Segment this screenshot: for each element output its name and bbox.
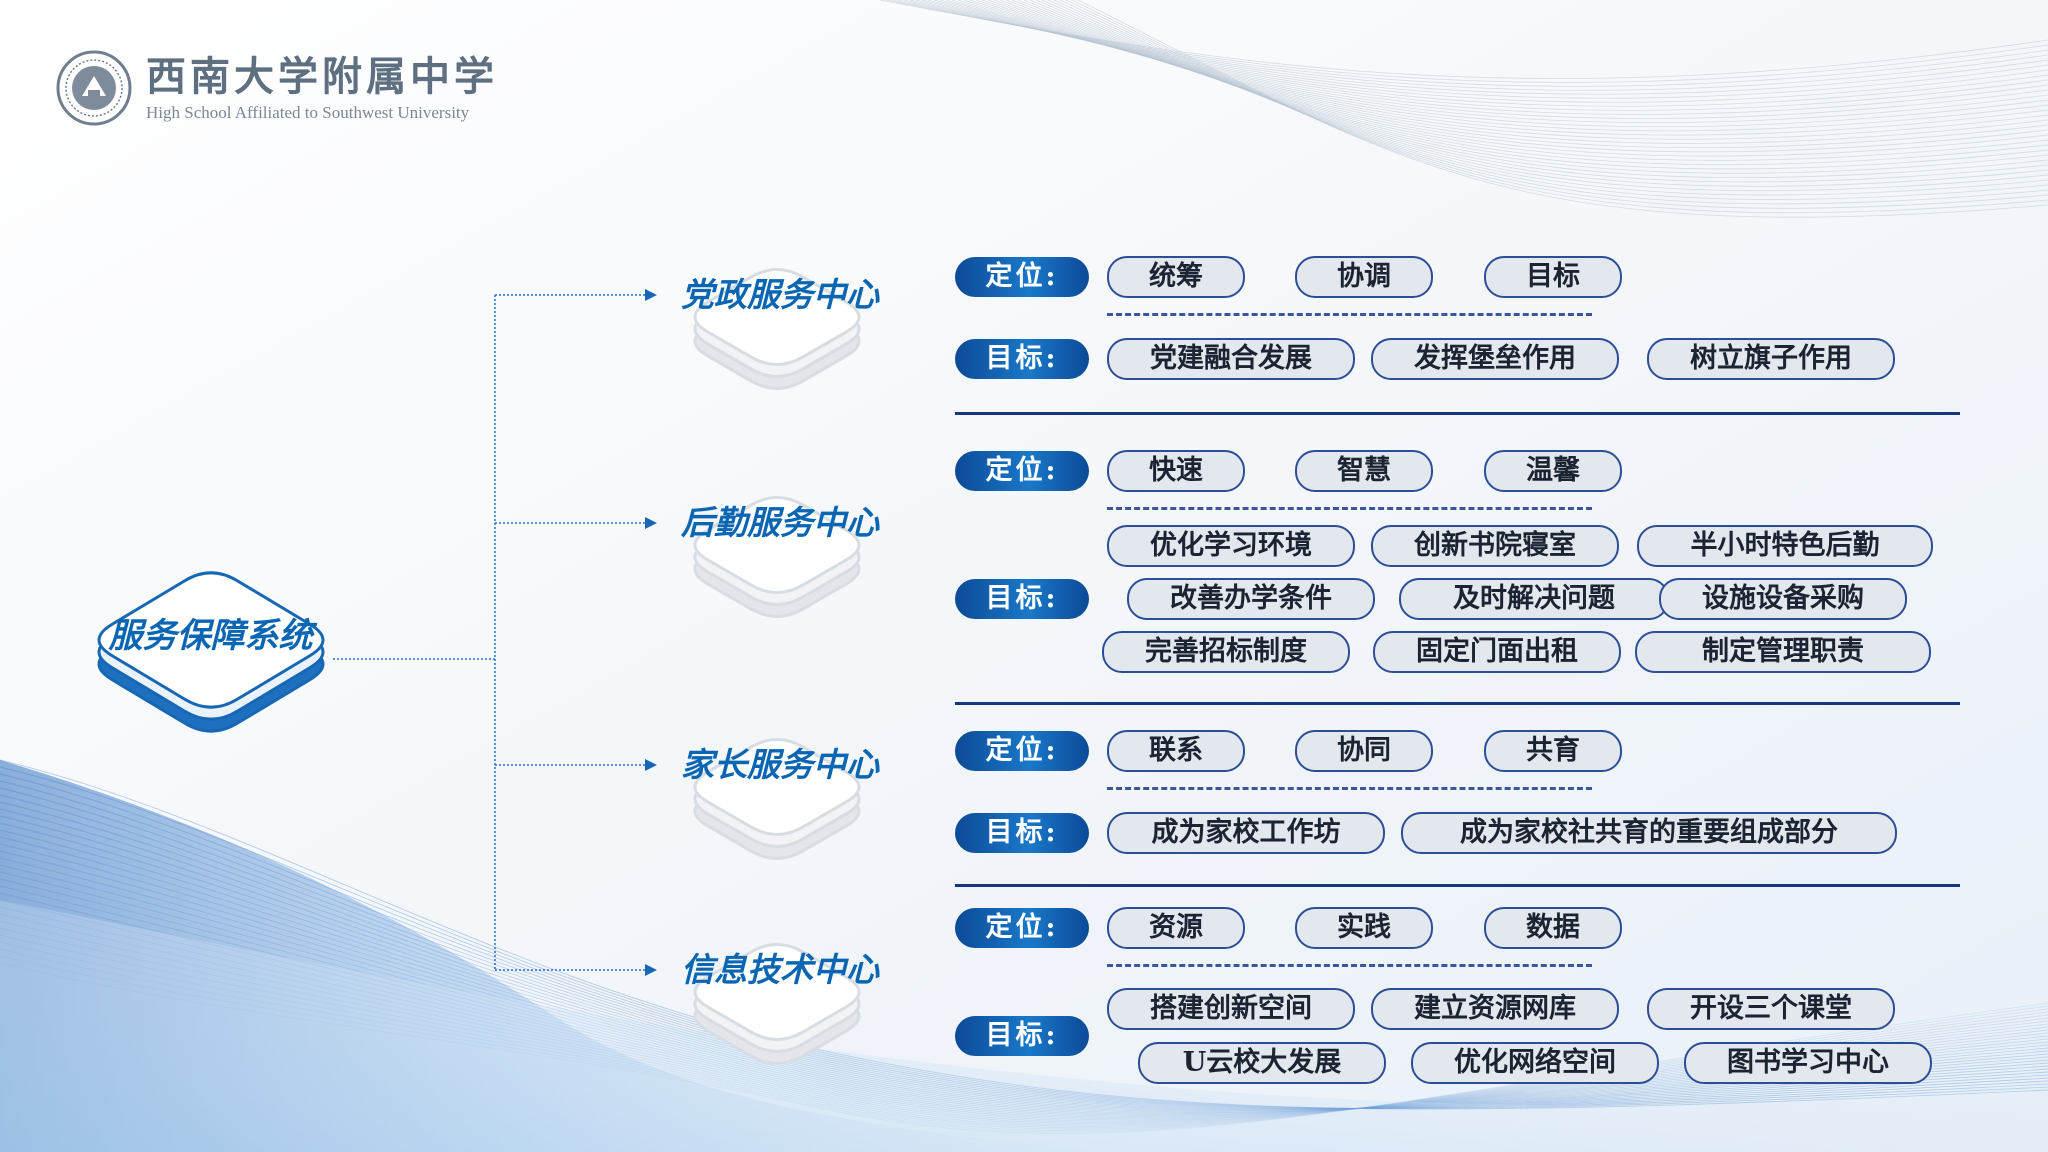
dashed-divider bbox=[1107, 787, 1592, 790]
goal-pill: 成为家校工作坊 bbox=[1107, 812, 1385, 854]
goal-pill: 优化网络空间 bbox=[1411, 1042, 1659, 1084]
positioning-pill: 资源 bbox=[1107, 907, 1245, 949]
goals-badge: 目标: bbox=[955, 339, 1089, 379]
wave-line bbox=[963, 0, 2048, 136]
wave-line bbox=[993, 0, 2048, 157]
arrow-right-icon bbox=[645, 289, 657, 301]
wave-line bbox=[933, 0, 2048, 115]
positioning-pill: 数据 bbox=[1484, 907, 1622, 949]
goal-pill: 优化学习环境 bbox=[1107, 525, 1355, 567]
wave-line bbox=[999, 0, 2048, 161]
positioning-pill: 统筹 bbox=[1107, 256, 1245, 298]
goal-pill: 半小时特色后勤 bbox=[1637, 525, 1933, 567]
wave-line bbox=[1005, 0, 2048, 166]
positioning-badge: 定位: bbox=[955, 257, 1089, 297]
wave-line bbox=[927, 0, 2048, 111]
goal-pill: 制定管理职责 bbox=[1635, 631, 1931, 673]
center-platform bbox=[693, 496, 861, 618]
positioning-badge: 定位: bbox=[955, 731, 1089, 771]
goal-pill: 建立资源网库 bbox=[1371, 988, 1619, 1030]
wave-line bbox=[939, 0, 2048, 119]
connector-lines bbox=[333, 289, 657, 976]
center-platform bbox=[693, 738, 861, 860]
section-separator bbox=[955, 702, 1960, 705]
wave-line bbox=[1059, 0, 2048, 205]
wave-line bbox=[1035, 0, 2048, 187]
wave-line bbox=[1017, 0, 2048, 174]
goal-pill: 完善招标制度 bbox=[1102, 631, 1350, 673]
positioning-pill: 温馨 bbox=[1484, 450, 1622, 492]
arrow-right-icon bbox=[645, 964, 657, 976]
wave-line bbox=[945, 0, 2048, 123]
center-platform bbox=[693, 943, 861, 1065]
positioning-badge: 定位: bbox=[955, 451, 1089, 491]
goal-pill: 改善办学条件 bbox=[1127, 578, 1375, 620]
wave-line bbox=[957, 0, 2048, 132]
wave-line bbox=[1029, 0, 2048, 183]
goal-pill: 发挥堡垒作用 bbox=[1371, 338, 1619, 380]
school-logo: 西南大学附属中学 High School Affiliated to South… bbox=[56, 50, 498, 126]
goals-badge: 目标: bbox=[955, 579, 1089, 619]
goal-pill: 图书学习中心 bbox=[1684, 1042, 1932, 1084]
wave-line bbox=[987, 0, 2048, 153]
arrow-right-icon bbox=[645, 759, 657, 771]
positioning-pill: 目标 bbox=[1484, 256, 1622, 298]
top-wave-lines bbox=[879, 0, 2048, 218]
goal-pill: 固定门面出租 bbox=[1373, 631, 1621, 673]
root-node-label: 服务保障系统 bbox=[108, 616, 313, 656]
wave-line bbox=[1065, 0, 2048, 209]
wave-line bbox=[1077, 0, 2048, 218]
section-separator bbox=[955, 412, 1960, 415]
center-label: 家长服务中心 bbox=[681, 745, 879, 784]
school-name-cn: 西南大学附属中学 bbox=[146, 53, 498, 100]
positioning-pill: 联系 bbox=[1107, 730, 1245, 772]
positioning-badge: 定位: bbox=[955, 908, 1089, 948]
goal-pill: 成为家校社共育的重要组成部分 bbox=[1401, 812, 1897, 854]
bottom-wave-fill-2 bbox=[0, 900, 2048, 1152]
center-label: 党政服务中心 bbox=[681, 275, 879, 314]
center-label: 后勤服务中心 bbox=[681, 503, 879, 542]
wave-line bbox=[1053, 0, 2048, 200]
section-separator bbox=[955, 884, 1960, 887]
dashed-divider bbox=[1107, 964, 1592, 967]
positioning-pill: 实践 bbox=[1295, 907, 1433, 949]
dashed-divider bbox=[1107, 507, 1592, 510]
wave-line bbox=[1071, 0, 2048, 214]
school-seal-icon bbox=[56, 50, 132, 126]
wave-line bbox=[981, 0, 2048, 148]
wave-line bbox=[1041, 0, 2048, 192]
goal-pill: 党建融合发展 bbox=[1107, 338, 1355, 380]
center-platform bbox=[693, 268, 861, 390]
platforms bbox=[97, 268, 861, 1065]
positioning-pill: 协调 bbox=[1295, 256, 1433, 298]
root-platform bbox=[97, 571, 325, 733]
school-name-en: High School Affiliated to Southwest Univ… bbox=[146, 103, 470, 122]
wave-line bbox=[975, 0, 2048, 144]
goals-badge: 目标: bbox=[955, 813, 1089, 853]
wave-line bbox=[1023, 0, 2048, 179]
positioning-pill: 共育 bbox=[1484, 730, 1622, 772]
wave-line bbox=[1011, 0, 2048, 170]
positioning-pill: 快速 bbox=[1107, 450, 1245, 492]
goal-pill: 搭建创新空间 bbox=[1107, 988, 1355, 1030]
wave-line bbox=[1047, 0, 2048, 196]
center-label: 信息技术中心 bbox=[681, 950, 879, 989]
arrow-right-icon bbox=[645, 517, 657, 529]
dashed-divider bbox=[1107, 313, 1592, 316]
positioning-pill: 智慧 bbox=[1295, 450, 1433, 492]
wave-line bbox=[969, 0, 2048, 140]
goal-pill: U云校大发展 bbox=[1138, 1042, 1386, 1084]
positioning-pill: 协同 bbox=[1295, 730, 1433, 772]
wave-line bbox=[951, 0, 2048, 128]
goal-pill: 创新书院寝室 bbox=[1371, 525, 1619, 567]
goal-pill: 及时解决问题 bbox=[1399, 578, 1669, 620]
goal-pill: 设施设备采购 bbox=[1659, 578, 1907, 620]
goal-pill: 开设三个课堂 bbox=[1647, 988, 1895, 1030]
goal-pill: 树立旗子作用 bbox=[1647, 338, 1895, 380]
goals-badge: 目标: bbox=[955, 1016, 1089, 1056]
